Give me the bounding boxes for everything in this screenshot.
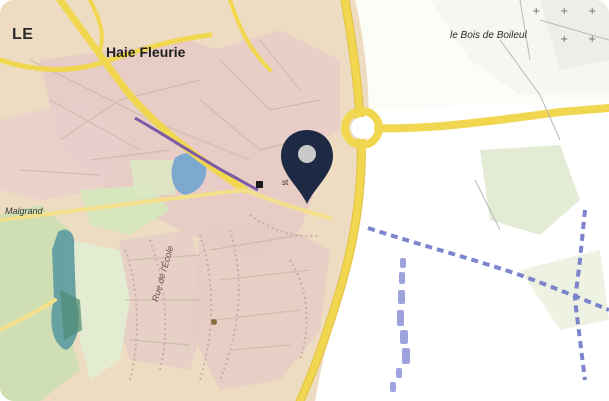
residential-dots — [124, 214, 321, 381]
svg-text:+: + — [560, 6, 568, 17]
green-area — [70, 240, 130, 380]
svg-text:+: + — [588, 6, 596, 17]
place-label-malgrand: Malgrand — [5, 206, 43, 216]
svg-text:+: + — [588, 34, 596, 45]
dotted-path — [390, 258, 410, 392]
north-east-tracks — [474, 0, 609, 231]
residential-zone — [190, 220, 330, 390]
roundabout-center — [351, 117, 373, 139]
north-east-area — [540, 0, 609, 70]
roundabout — [341, 107, 383, 149]
green-area — [130, 160, 175, 195]
green-area — [80, 185, 170, 235]
railway-line — [367, 209, 609, 381]
pond — [171, 153, 207, 195]
map-dot — [211, 319, 217, 325]
road-outlines — [295, 0, 366, 401]
poi-marker — [256, 181, 263, 188]
poi-label: st — [282, 178, 289, 187]
place-label-bois: le Bois de Boileul — [450, 30, 527, 41]
cross-markers: + + + + + — [532, 6, 596, 45]
svg-text:+: + — [532, 6, 540, 17]
map-pin-icon[interactable] — [278, 128, 336, 206]
place-label-haie-fleurie: Haie Fleurie — [106, 44, 186, 60]
stream — [60, 290, 82, 340]
place-label-le: LE — [12, 26, 34, 43]
svg-text:+: + — [560, 34, 568, 45]
purple-road — [134, 116, 259, 192]
field-vegetation — [480, 145, 580, 235]
